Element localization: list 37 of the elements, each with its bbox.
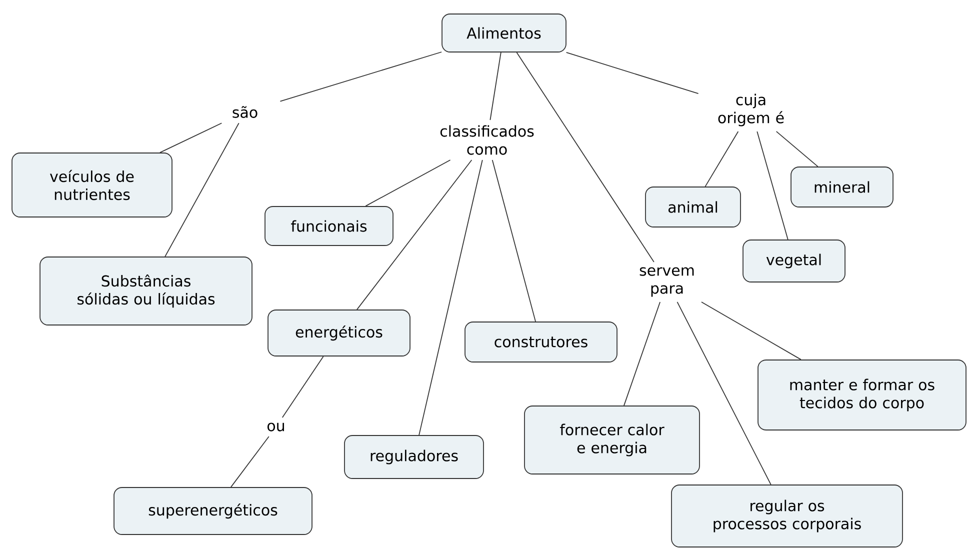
concept-box: construtores (464, 322, 618, 362)
linking-phrase: ou (268, 422, 284, 432)
connector-line (756, 131, 788, 240)
connector-line (492, 160, 536, 322)
concept-box: Substâncias sólidas ou líquidas (40, 256, 252, 326)
linking-phrase: cuja origem é (718, 94, 784, 126)
connector-line (490, 52, 502, 120)
connector-line (164, 122, 240, 257)
connector-line (356, 160, 472, 310)
concept-box: funcionais (264, 206, 394, 246)
concept-box: mineral (790, 166, 894, 208)
connector-line (704, 131, 739, 187)
concept-box: veículos de nutrientes (12, 152, 172, 218)
connector-line (624, 302, 661, 406)
connector-line (418, 160, 483, 436)
connector-line (280, 52, 442, 102)
connector-line (516, 52, 654, 262)
concept-box: superenergéticos (114, 487, 312, 535)
linking-phrase: são (232, 106, 258, 118)
connector-line (701, 302, 802, 360)
concept-box: energéticos (268, 310, 410, 356)
concept-box: Alimentos (442, 14, 566, 52)
concept-box: manter e formar os tecidos do corpo (758, 360, 966, 430)
connector-line (230, 436, 270, 488)
connector-line (566, 52, 699, 94)
concept-box: animal (645, 186, 741, 228)
connector-line (776, 131, 818, 167)
connector-line (160, 122, 222, 153)
connector-line (282, 356, 324, 418)
concept-box: regular os processos corporais (671, 484, 903, 548)
concept-box: vegetal (742, 240, 846, 282)
connector-line (365, 160, 451, 206)
concept-box: fornecer calor e energia (524, 406, 700, 474)
linking-phrase: servem para (640, 267, 694, 297)
linking-phrase: classificados como (440, 125, 534, 155)
connector-line (676, 302, 772, 485)
concept-box: reguladores (344, 435, 484, 479)
